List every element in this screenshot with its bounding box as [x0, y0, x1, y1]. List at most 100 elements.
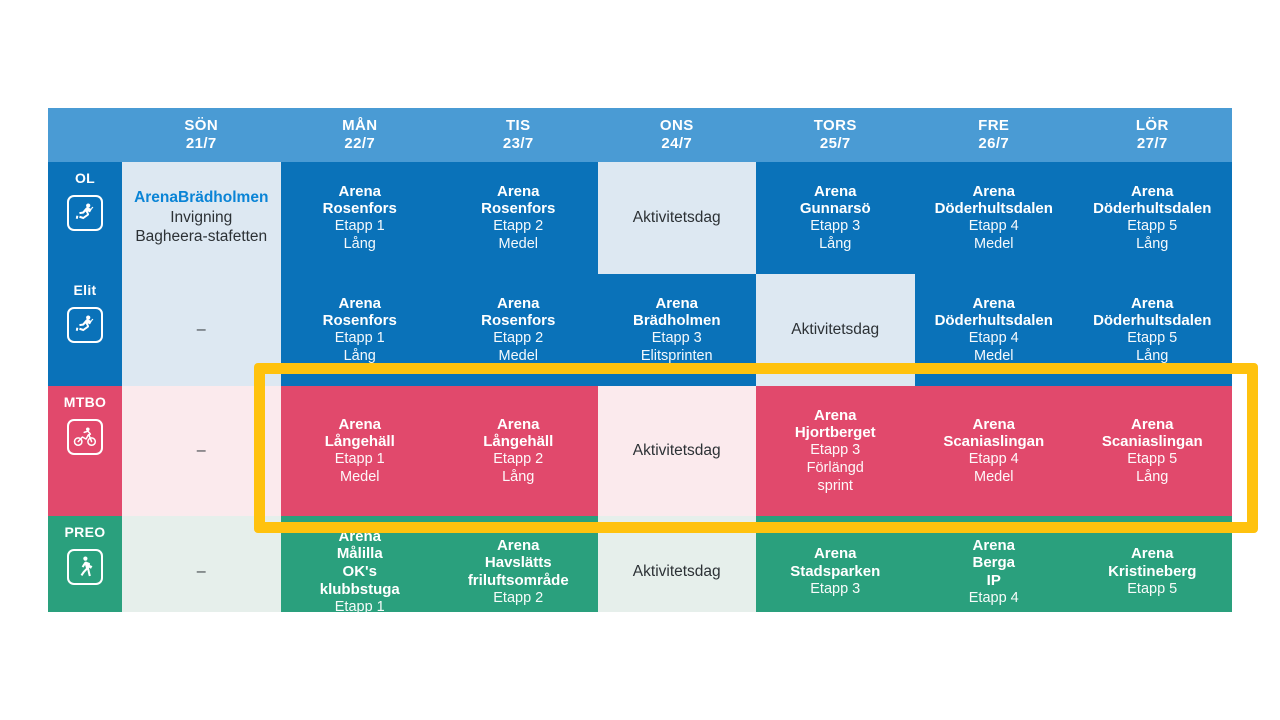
cell-preo-son: –: [122, 516, 281, 612]
header-date: 26/7: [978, 135, 1010, 152]
cell-discipline: Medel: [498, 347, 539, 364]
cyclist-icon: [67, 419, 103, 455]
cell-preo-ons: Aktivitetsdag: [597, 516, 756, 612]
cell-stage: Etapp 3: [651, 330, 702, 346]
cell-stage: Etapp 1: [334, 598, 385, 612]
cell-stage: Etapp 2: [493, 218, 544, 234]
cell-elit-tors: Aktivitetsdag: [756, 274, 915, 386]
walker-icon: [67, 549, 103, 585]
row-label-text: PREO: [64, 524, 106, 540]
cell-discipline: Lång: [819, 235, 852, 252]
cell-stage: Etapp 5: [1127, 451, 1178, 467]
cell-stage: Etapp 1: [334, 218, 385, 234]
cell-stage: Etapp 4: [968, 589, 1019, 606]
cell-elit-son: –: [122, 274, 281, 386]
header-corner-spacer: [48, 108, 122, 162]
cell-rest-label: Aktivitetsdag: [791, 321, 880, 338]
cell-stage: Etapp 2: [493, 330, 544, 346]
header-date: 21/7: [185, 135, 217, 152]
schedule-row-ol: OL ArenaBrädholmen Invigning Bagheera-st…: [48, 162, 1232, 274]
runner-icon: [67, 307, 103, 343]
row-label-preo: PREO: [48, 516, 122, 612]
cell-discipline: Lång: [1136, 468, 1169, 485]
header-weekday: MÅN: [342, 117, 378, 135]
header-weekday: TIS: [505, 117, 531, 135]
cell-stage: Etapp 4: [968, 218, 1019, 234]
header-weekday: LÖR: [1135, 117, 1169, 135]
cell-line2: Invigning: [170, 208, 233, 226]
cell-discipline: Elitsprinten: [640, 347, 713, 364]
cell-mtbo-ons: Aktivitetsdag: [597, 386, 756, 516]
cell-discipline: Lång: [1136, 235, 1169, 252]
cell-dash: –: [196, 563, 206, 580]
cell-mtbo-son: –: [122, 386, 281, 516]
header-day-6: LÖR 27/7: [1073, 108, 1232, 162]
cell-line3: Bagheera-stafetten: [135, 228, 268, 246]
cell-discipline: Lång: [502, 468, 535, 485]
cell-stage: Etapp 1: [334, 330, 385, 346]
cell-discipline: Lång: [343, 235, 376, 252]
cell-stage: Etapp 3: [810, 580, 861, 597]
header-day-2: TIS 23/7: [439, 108, 598, 162]
header-day-5: FRE 26/7: [915, 108, 1074, 162]
cell-arena: ArenaBrädholmen: [134, 189, 269, 207]
row-label-text: OL: [74, 170, 96, 186]
header-date: 22/7: [344, 135, 376, 152]
cell-stage: Etapp 4: [968, 451, 1019, 467]
cell-stage: Etapp 5: [1127, 580, 1178, 597]
cell-rest-label: Aktivitetsdag: [632, 563, 721, 580]
header-day-0: SÖN 21/7: [122, 108, 281, 162]
cell-stage: Etapp 4: [968, 330, 1019, 346]
cell-stage: Etapp 3: [810, 442, 861, 459]
row-label-ol: OL: [48, 162, 122, 274]
cell-dash: –: [196, 321, 206, 338]
cell-stage: Etapp 5: [1127, 218, 1178, 234]
header-day-1: MÅN 22/7: [281, 108, 440, 162]
cell-stage: Etapp 5: [1127, 330, 1178, 346]
header-date: 23/7: [502, 135, 534, 152]
header-day-4: TORS 25/7: [756, 108, 915, 162]
cell-discipline: Lång: [343, 347, 376, 364]
cell-ol-ons: Aktivitetsdag: [597, 162, 756, 274]
row-label-elit: Elit: [48, 274, 122, 386]
header-date: 24/7: [661, 135, 693, 152]
cell-stage: Etapp 1: [334, 451, 385, 467]
row-label-text: MTBO: [63, 394, 107, 410]
cell-dash: –: [196, 442, 206, 459]
header-date: 27/7: [1136, 135, 1168, 152]
header-weekday: SÖN: [184, 117, 219, 135]
schedule-header-row: SÖN 21/7 MÅN 22/7 TIS 23/7 ONS 24/7 TORS…: [48, 108, 1232, 162]
cell-discipline: Lång: [1136, 347, 1169, 364]
row-label-mtbo: MTBO: [48, 386, 122, 516]
